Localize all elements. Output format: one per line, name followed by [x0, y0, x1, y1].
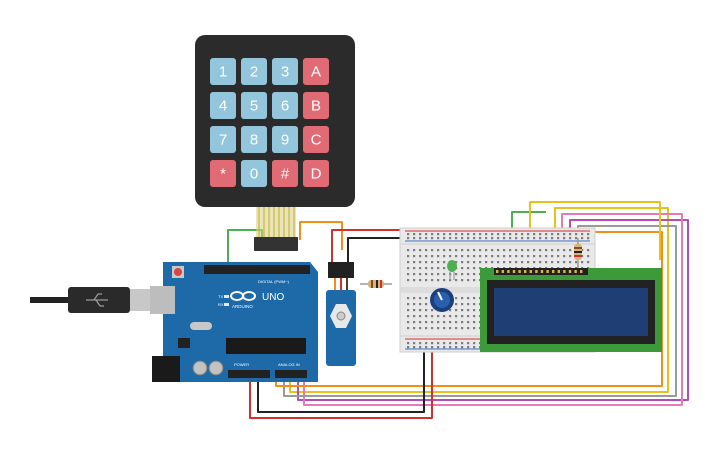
key-label: 6	[281, 98, 289, 115]
key-label: 7	[219, 132, 227, 149]
usb-cable-wire	[30, 297, 70, 303]
key-label: 9	[281, 132, 289, 149]
wire-black-power[interactable]	[257, 345, 425, 413]
atmega-chip	[226, 338, 306, 354]
led-tx	[224, 295, 229, 298]
key-9[interactable]	[272, 126, 298, 153]
capacitor-1	[192, 360, 208, 376]
arduino-brand-text: ARDUINO	[232, 304, 253, 309]
led-rx	[224, 303, 229, 306]
arduino-digital-header[interactable]	[204, 265, 310, 274]
keypad[interactable]: 1 2 3 A 4 5 6 B 7 8 9 C * 0 # D	[195, 35, 355, 251]
reset-button-cap[interactable]	[174, 268, 182, 276]
analog-label: ANALOG IN	[278, 362, 300, 367]
key-label: B	[311, 98, 321, 115]
key-A[interactable]	[303, 58, 329, 85]
lcd-screen	[494, 288, 648, 336]
wire-pink-long[interactable]	[303, 213, 683, 406]
wire-red-power[interactable]	[249, 345, 433, 419]
key-7[interactable]	[210, 126, 236, 153]
key-0[interactable]	[241, 160, 267, 187]
key-label: 1	[219, 64, 227, 81]
tx-label: TX	[218, 294, 223, 299]
key-B[interactable]	[303, 92, 329, 119]
capacitor-2	[208, 360, 224, 376]
key-label: 2	[250, 64, 258, 81]
rx-label: RX	[218, 302, 224, 307]
key-label: 0	[250, 166, 258, 183]
servo[interactable]	[326, 262, 356, 366]
green-led[interactable]	[447, 260, 457, 280]
resistor-1[interactable]	[360, 280, 392, 288]
uno-logo-text: UNO	[262, 292, 284, 303]
digital-label: DIGITAL (PWM~)	[258, 279, 290, 284]
key-star[interactable]	[210, 160, 236, 187]
key-label: *	[220, 166, 226, 183]
key-label: 4	[219, 98, 227, 115]
keypad-keys: 1 2 3 A 4 5 6 B 7 8 9 C * 0 # D	[210, 58, 329, 187]
resistor-2[interactable]	[574, 238, 582, 270]
key-5[interactable]	[241, 92, 267, 119]
key-label: C	[311, 132, 322, 149]
keypad-header	[254, 237, 298, 251]
keypad-ribbon	[254, 207, 298, 251]
potentiometer-knob-indicator	[437, 291, 443, 301]
key-D[interactable]	[303, 160, 329, 187]
key-1[interactable]	[210, 58, 236, 85]
crystal	[190, 322, 212, 330]
key-8[interactable]	[241, 126, 267, 153]
key-2[interactable]	[241, 58, 267, 85]
key-label: D	[311, 166, 322, 183]
key-label: 5	[250, 98, 258, 115]
arduino-analog-header[interactable]	[275, 370, 307, 378]
voltage-regulator	[178, 338, 190, 348]
arduino-logo	[230, 291, 256, 301]
usb-jack	[150, 286, 175, 314]
key-label: #	[281, 166, 290, 183]
key-label: 8	[250, 132, 258, 149]
key-4[interactable]	[210, 92, 236, 119]
potentiometer[interactable]	[430, 288, 454, 312]
key-label: 3	[281, 64, 289, 81]
servo-shaft	[336, 311, 346, 321]
arduino-uno[interactable]: UNO ARDUINO DIGITAL (PWM~) POWER ANALOG …	[150, 262, 318, 382]
key-6[interactable]	[272, 92, 298, 119]
usb-icon	[86, 293, 108, 307]
wire-yellow-top[interactable]	[529, 201, 661, 260]
lcd-16x2[interactable]	[480, 268, 662, 352]
wire-orange-keypad[interactable]	[299, 221, 343, 250]
key-hash[interactable]	[272, 160, 298, 187]
servo-connector[interactable]	[328, 262, 354, 278]
power-label: POWER	[234, 362, 249, 367]
lcd-pins	[496, 270, 583, 273]
power-jack	[152, 356, 180, 382]
key-3[interactable]	[272, 58, 298, 85]
key-C[interactable]	[303, 126, 329, 153]
arduino-power-header[interactable]	[228, 370, 270, 378]
key-label: A	[311, 64, 321, 81]
